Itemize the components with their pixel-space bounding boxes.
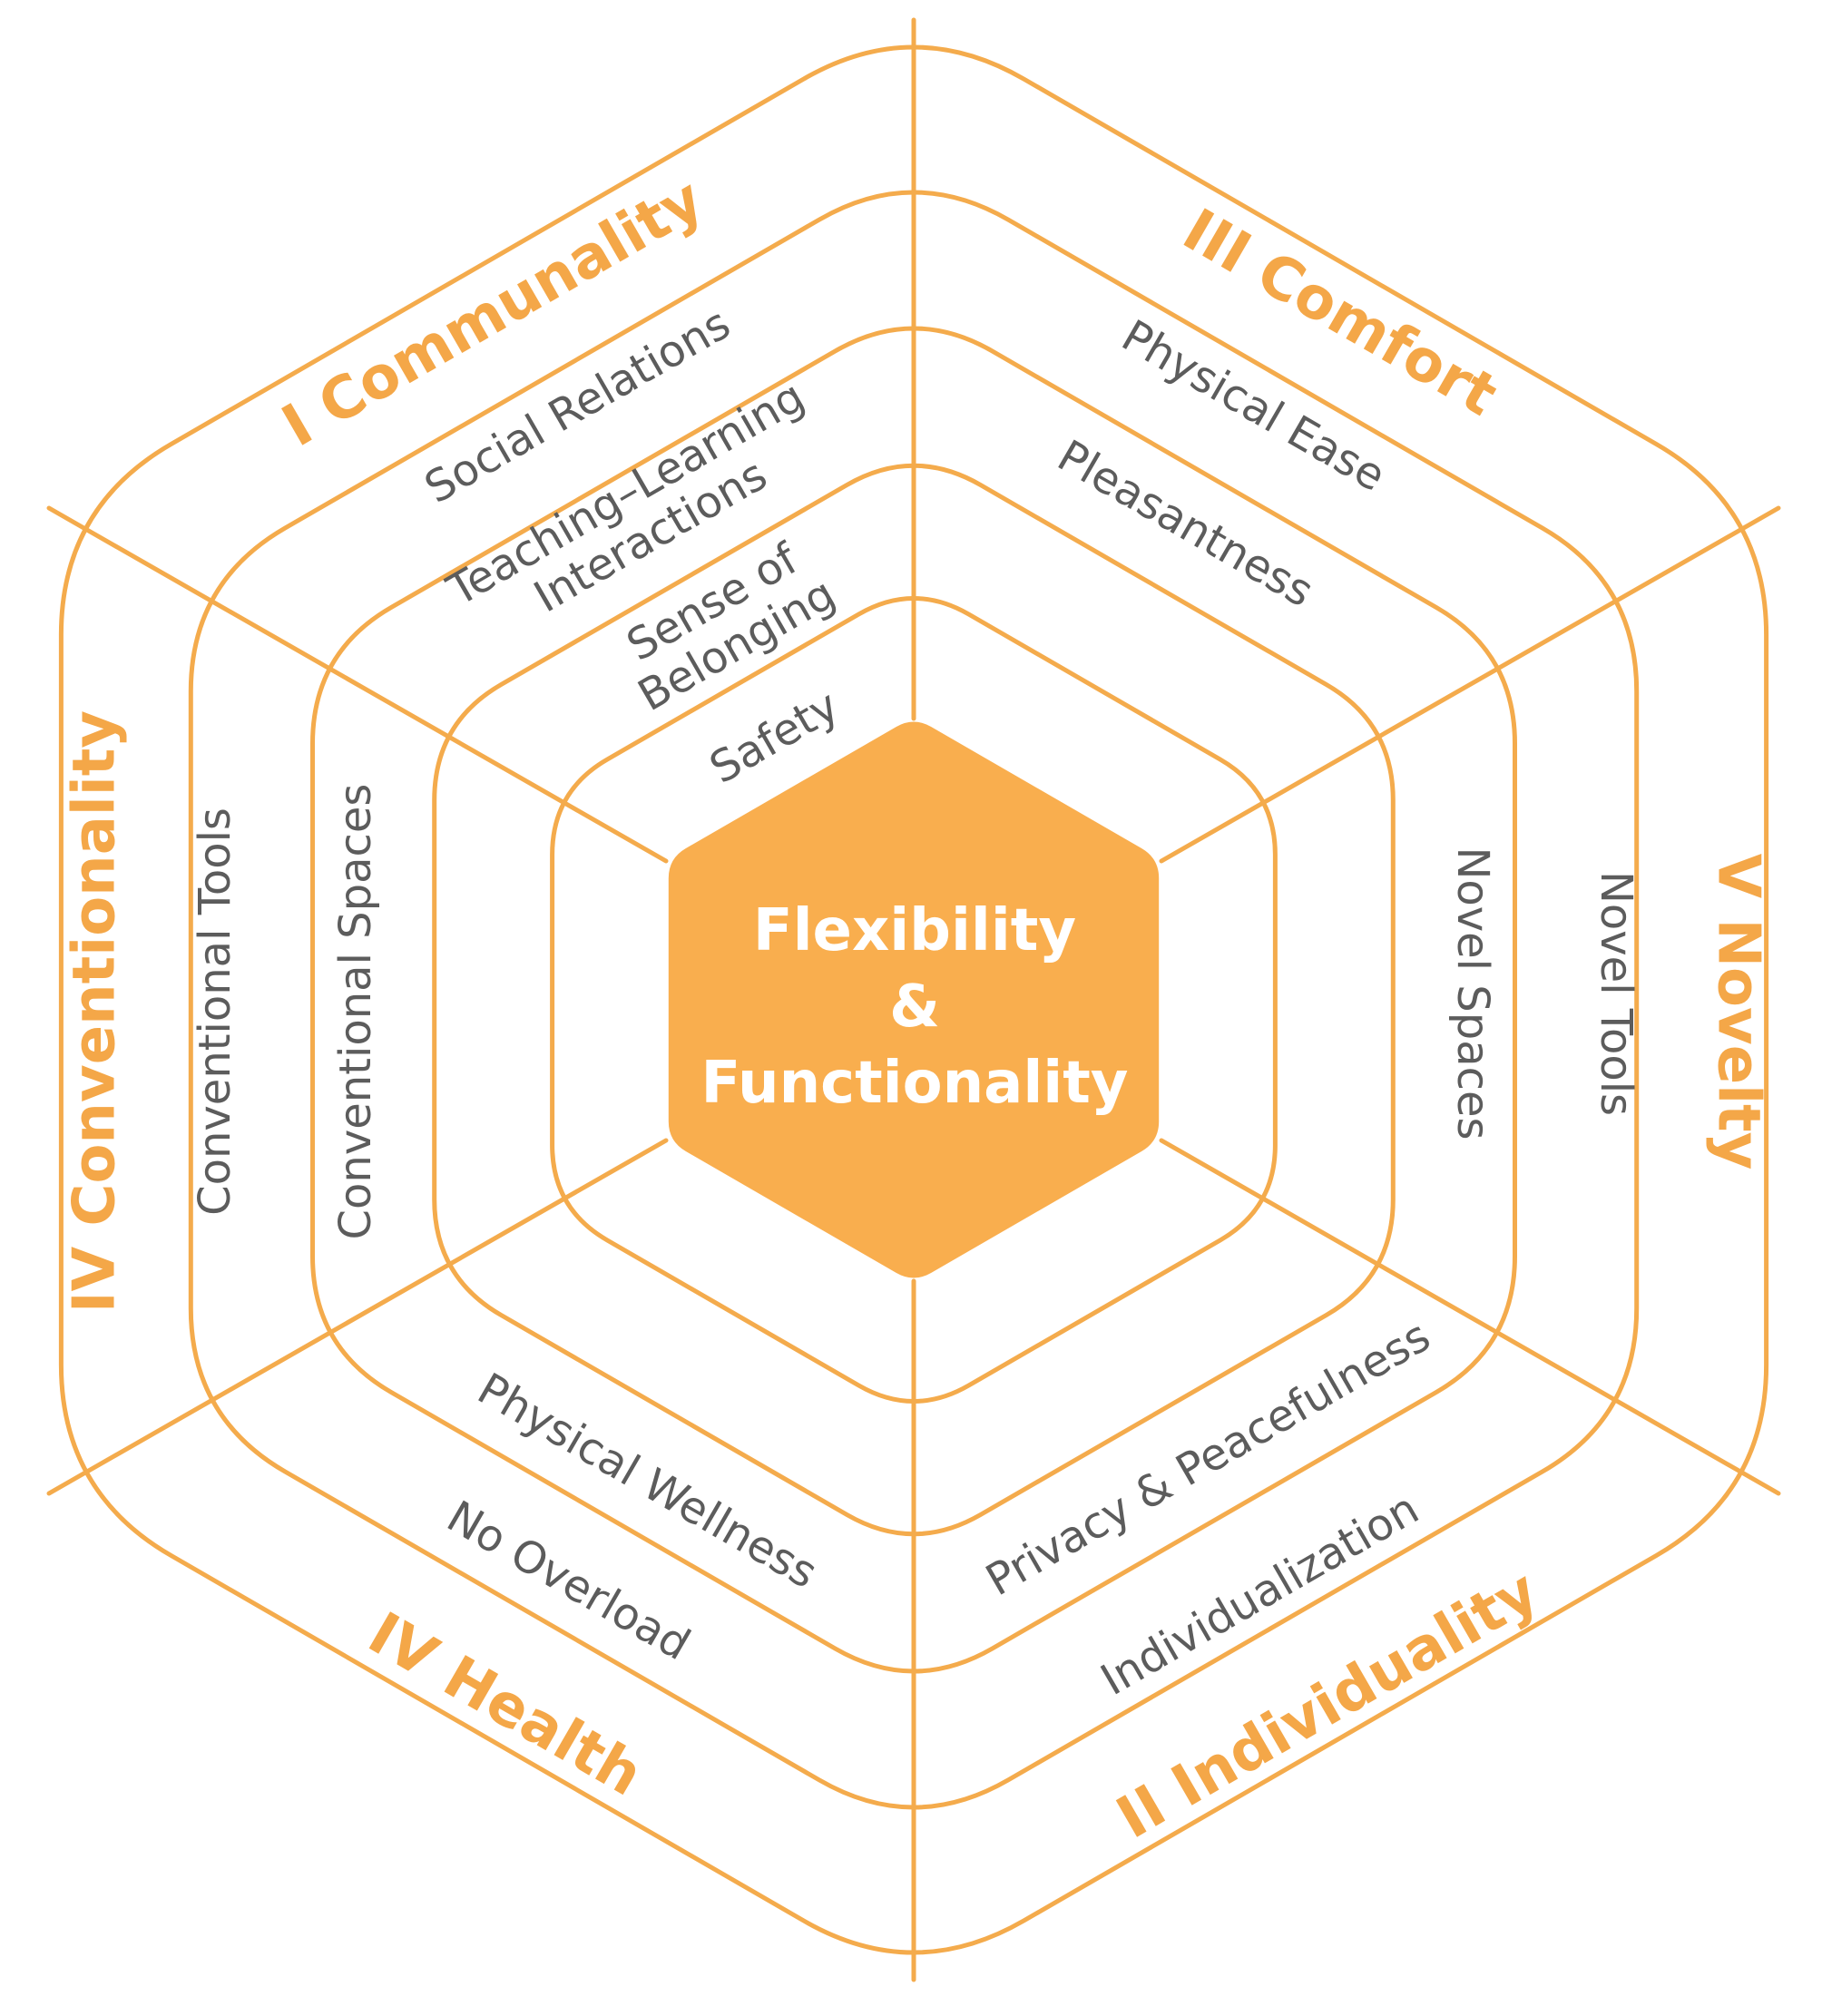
dimension-communality: I Communality [271, 166, 714, 461]
label-conventional-spaces: Conventional Spaces [330, 784, 381, 1240]
ring-2 [432, 463, 1396, 1537]
center-line-1: Flexibility [753, 897, 1076, 964]
center-line-3: Functionality [700, 1050, 1128, 1117]
label-pleasantness: Pleasantness [1049, 430, 1322, 617]
ring-4 [188, 190, 1640, 1810]
label-novel-tools: Novel Tools [1591, 871, 1641, 1116]
dimension-conventionality: IV Conventionality [62, 710, 129, 1313]
ring-outer [58, 44, 1769, 1955]
center-label: Flexibility & Functionality [700, 897, 1128, 1117]
ring-inner [550, 596, 1278, 1404]
hexagon-rings [58, 44, 1769, 1955]
label-privacy-peacefulness: Privacy & Peacefulness [977, 1311, 1438, 1607]
center-line-2: & [889, 974, 940, 1041]
dimension-novelty: V Novelty [1704, 854, 1771, 1170]
label-novel-spaces: Novel Spaces [1447, 847, 1498, 1140]
dimension-individuality: II Individuality [1106, 1558, 1550, 1853]
center-hexagon [668, 721, 1160, 1278]
ring-3 [310, 326, 1517, 1674]
label-conventional-tools: Conventional Tools [190, 807, 240, 1216]
